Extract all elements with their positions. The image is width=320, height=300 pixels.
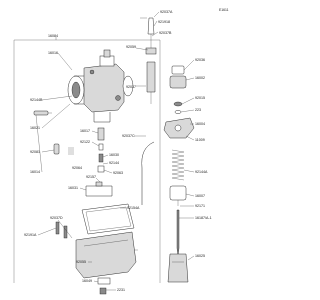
callout-11009: 11009 xyxy=(195,138,205,142)
callout-16004: 16004 xyxy=(195,122,205,126)
callout-16031: 16031 xyxy=(68,186,78,190)
throttle-cable-part xyxy=(140,17,157,55)
callout-92037A: 92037A xyxy=(160,10,173,14)
callout-92063: 92063 xyxy=(113,171,123,175)
spring-small-part xyxy=(68,147,74,155)
idle-screw-part xyxy=(53,143,60,155)
callout-16049: 16049 xyxy=(82,279,92,283)
callout-16021: 16021 xyxy=(30,126,40,130)
jet-needle-part xyxy=(176,209,180,257)
callout-921918: 921918 xyxy=(158,20,170,24)
callout-92037D: 92037D xyxy=(50,216,63,220)
callout-16025: 16025 xyxy=(195,254,205,258)
callout-92037B: 92037B xyxy=(159,31,172,35)
float-chamber-part xyxy=(75,231,137,285)
callout-92036: 92036 xyxy=(195,58,205,62)
cable-hose-part xyxy=(141,141,155,205)
assembly-bracket xyxy=(13,39,161,283)
callout-92037C: 92037C xyxy=(122,134,135,138)
callout-16017: 16017 xyxy=(80,129,90,133)
throttle-cap-part xyxy=(169,65,187,89)
callout-labels: 92037A 921918 92037B 16084 16016 92144B … xyxy=(24,10,212,292)
vent-hose-part xyxy=(146,61,156,104)
callout-92144: 92144 xyxy=(109,161,119,165)
callout-92055: 92055 xyxy=(76,260,86,264)
callout-16030: 16030 xyxy=(109,153,119,157)
callout-16014: 16014 xyxy=(30,170,40,174)
leader-lines xyxy=(35,11,195,291)
spring-part xyxy=(171,149,185,181)
callout-92064: 92064 xyxy=(72,166,82,170)
callout-92059: 92059 xyxy=(126,45,136,49)
callout-92154A: 92154A xyxy=(127,206,140,210)
callout-92015: 92015 xyxy=(195,96,205,100)
callout-16002: 16002 xyxy=(195,76,205,80)
carburetor-body-part xyxy=(67,49,134,123)
throttle-top-cover-part xyxy=(163,117,195,139)
callout-2231: 2231 xyxy=(117,288,125,292)
callout-92037: 92037 xyxy=(126,85,136,89)
callout-92171: 92171 xyxy=(195,204,205,208)
callout-92144B: 92144B xyxy=(30,98,43,102)
drain-bolt-part xyxy=(99,287,107,295)
needle-jet-part xyxy=(97,127,105,173)
throttle-valve-lower-part xyxy=(167,253,189,283)
callout-92191A: 92191A xyxy=(24,233,37,237)
ring-part xyxy=(173,101,183,114)
callout-92122: 92122 xyxy=(80,140,90,144)
callout-223: 223 xyxy=(195,108,201,112)
air-screw-part xyxy=(33,110,52,116)
diagram-ref-code: E1611 xyxy=(219,8,229,12)
callout-16187: 16187/A-1 xyxy=(195,216,212,220)
carburetor-exploded-diagram: E1611 xyxy=(13,8,229,295)
callout-16007: 16007 xyxy=(195,194,205,198)
callout-16084: 16084 xyxy=(48,34,58,38)
callout-92157: 92157 xyxy=(86,175,96,179)
callout-92081: 92081 xyxy=(30,150,40,154)
callout-92144A: 92144A xyxy=(195,170,208,174)
float-part xyxy=(85,181,113,197)
callout-16016: 16016 xyxy=(48,51,58,55)
throttle-valve-part xyxy=(169,185,187,206)
float-chamber-gasket-part xyxy=(81,203,135,235)
